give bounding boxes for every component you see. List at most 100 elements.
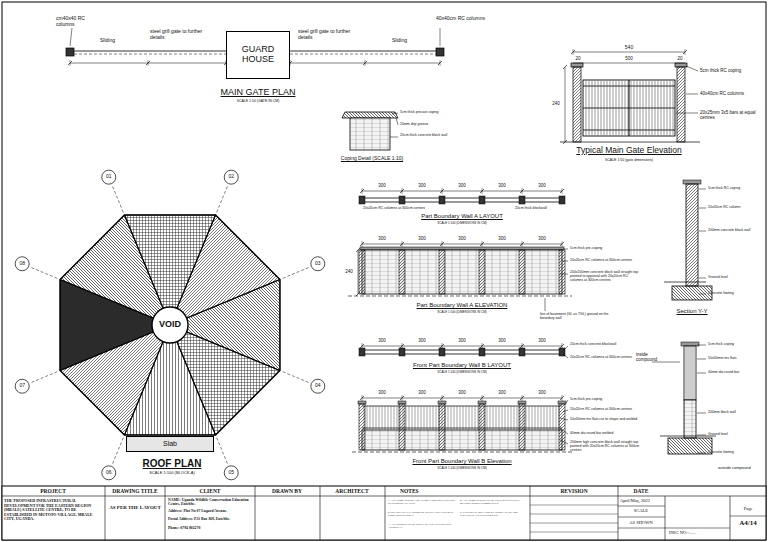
extension-line xyxy=(482,188,483,194)
grid-line xyxy=(217,185,228,213)
rc-column xyxy=(399,348,405,356)
grill-bar xyxy=(463,406,464,430)
dimension-tick xyxy=(480,396,484,400)
grid-bubble xyxy=(102,466,116,480)
extension-line xyxy=(440,60,441,66)
dimension-tick xyxy=(560,396,564,400)
leader-line xyxy=(686,94,698,95)
dimension-tick xyxy=(400,396,404,400)
table-cell: Postal Address: P.O Box 369, Entebbe. xyxy=(168,517,253,521)
scale-note: SCALE 1:100 (DIMENSIONS IN CM) xyxy=(437,222,486,225)
annotation-label: 50x50mm ms flats cut to shape and welded xyxy=(570,417,640,421)
rc-column xyxy=(436,48,444,56)
leader-line xyxy=(697,435,706,436)
grill-bar xyxy=(556,406,557,430)
dimension-tick xyxy=(360,396,364,400)
column-cap xyxy=(571,63,583,67)
grid-line xyxy=(30,267,58,278)
dimension-text: 20 xyxy=(677,56,682,61)
extension-line xyxy=(562,395,563,401)
leader-line xyxy=(699,294,706,295)
table-header: DATE xyxy=(634,488,649,494)
leader-line xyxy=(697,345,706,346)
table-cell: SCALE xyxy=(634,508,648,513)
grid-bubble xyxy=(311,257,325,271)
annotation-label: 20cm thick concrete block wall xyxy=(400,133,460,137)
grid-line xyxy=(30,372,58,383)
block-wall xyxy=(362,250,562,294)
extension-line xyxy=(362,188,363,194)
grill-bar xyxy=(499,406,500,430)
section-coping xyxy=(683,180,701,184)
annotation-label: Ground level xyxy=(708,432,760,436)
annotation-label: 40mm dia round bar welded xyxy=(570,431,640,435)
dimension-text: 20 xyxy=(575,56,580,61)
table-cell: AS PER THE LAYOUT xyxy=(109,505,161,511)
table-header: PROJECT xyxy=(40,488,66,494)
annotation-label: 40x40cm RC columns xyxy=(436,16,486,22)
dimension-tick xyxy=(356,248,360,252)
gate-line xyxy=(290,54,436,55)
dimension-tick xyxy=(520,344,524,348)
annotation-label: 20cm thick concrete blockwall xyxy=(570,342,640,346)
scale-note: SCALE 1:100 (DIMENSIONS IN CM) xyxy=(437,371,486,374)
table-cell: A4/14 xyxy=(739,519,757,527)
grid-line xyxy=(217,438,228,466)
rc-column xyxy=(677,67,685,142)
table-rule xyxy=(2,496,766,497)
grill-bar xyxy=(508,406,509,430)
grill-bar xyxy=(694,346,695,400)
block-section xyxy=(350,118,390,150)
node-text: GUARD HOUSE xyxy=(236,45,280,65)
grill-bar xyxy=(547,406,548,430)
rc-column xyxy=(559,250,565,294)
dimension-line xyxy=(362,244,562,245)
extension-line xyxy=(522,395,523,401)
dimension-text: 300 xyxy=(378,338,386,343)
section-footing xyxy=(672,286,712,300)
annotation-label: 50x50mm ms flats xyxy=(708,356,760,360)
dimension-text: 240 xyxy=(345,269,353,274)
leader-line xyxy=(545,298,546,311)
grid-reference: 01 xyxy=(106,174,112,180)
leader-line xyxy=(697,359,706,360)
table-header: REVISION xyxy=(560,488,587,494)
scale-note: SCALE 1:100 (DIMENSIONS IN CM) xyxy=(437,467,486,470)
gate-line xyxy=(74,51,226,52)
grill-bar xyxy=(394,406,395,430)
dimension-tick xyxy=(560,189,564,193)
dimension-text: 300 xyxy=(418,183,426,188)
note-text: 5. CONCRETE MIX FOR RC WORK TO BE C25 UN… xyxy=(460,511,528,517)
dimension-text: 300 xyxy=(538,338,546,343)
leader-line xyxy=(560,440,568,444)
leader-line xyxy=(563,354,568,358)
extension-line xyxy=(362,395,363,401)
dimension-text: 300 xyxy=(498,236,506,241)
grill-bar xyxy=(466,406,467,430)
extension-line xyxy=(402,241,403,247)
note-text: 3. ALL WORKS TO BE DONE TO THE ENGINEER'… xyxy=(388,523,458,529)
dimension-text: 300 xyxy=(378,390,386,395)
grill-bar xyxy=(529,406,530,430)
dimension-tick xyxy=(520,189,524,193)
annotation-label: steel grill gate to further details xyxy=(150,29,212,41)
dimension-text: 300 xyxy=(378,183,386,188)
leader-line xyxy=(563,410,568,412)
roof-slope xyxy=(60,215,170,325)
dimension-text: 300 xyxy=(458,338,466,343)
grill-bar xyxy=(493,406,494,430)
grill-bar xyxy=(517,406,518,430)
dimension-tick xyxy=(560,242,564,246)
extension-line xyxy=(442,188,443,194)
ground-line xyxy=(660,436,716,437)
table-cell: April/May, 2022 xyxy=(620,498,650,503)
grid-reference: 03 xyxy=(315,261,321,267)
section-footing xyxy=(668,438,712,454)
table-rule xyxy=(730,496,731,540)
extension-line xyxy=(148,60,149,66)
dimension-tick xyxy=(440,242,444,246)
grid-line xyxy=(112,185,123,213)
dimension-line xyxy=(583,63,675,64)
